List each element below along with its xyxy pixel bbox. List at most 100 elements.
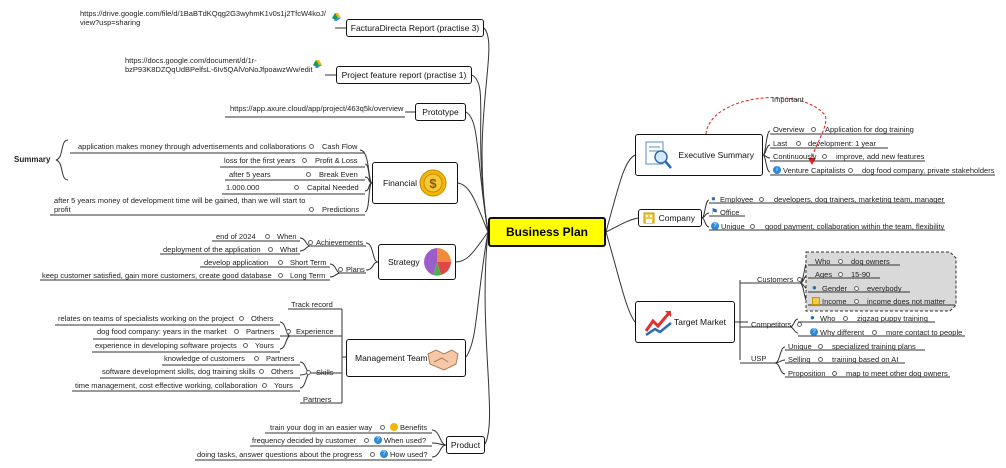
- capital-needed-bullet: [294, 185, 299, 190]
- google-drive-icon: [332, 13, 341, 21]
- profit-loss-bullet: [302, 158, 307, 163]
- long-term-label: Long Term: [290, 271, 326, 280]
- break-even-label: Break Even: [319, 170, 358, 179]
- profit-loss-label: Profit & Loss: [315, 156, 358, 165]
- overview-label: Overview: [773, 125, 805, 134]
- node-management-team[interactable]: Management Team: [346, 339, 466, 377]
- question-icon: ?: [374, 436, 382, 444]
- continuously-text: improve, add new features: [836, 152, 925, 161]
- long-term-text: keep customer satisfied, gain more custo…: [42, 271, 272, 280]
- usp-prop-label: Proposition: [788, 369, 826, 378]
- usp-unique-label: Unique: [788, 342, 812, 351]
- benefits-label: Benefits: [400, 423, 428, 432]
- question-icon-3: ?: [711, 222, 719, 230]
- income-bullet: [854, 299, 859, 304]
- last-label: Last: [773, 139, 788, 148]
- cash-flow-text: application makes money through advertis…: [78, 142, 307, 151]
- what-label: What: [280, 245, 298, 254]
- capital-needed-text: 1.000.000: [226, 183, 260, 192]
- person-icon: ●: [711, 194, 716, 203]
- income-label: Income: [822, 297, 847, 306]
- sk-partners-text: knowledge of customers: [164, 354, 245, 363]
- when-label: When: [277, 232, 297, 241]
- what-bullet: [268, 247, 273, 252]
- sk-yours-label: Yours: [274, 381, 293, 390]
- company-unique-bullet: [750, 224, 755, 229]
- question-icon-2: ?: [380, 450, 388, 458]
- benefits-text: train your dog in an easier way: [270, 423, 373, 432]
- node-product[interactable]: Product: [446, 436, 485, 454]
- svg-text:$: $: [429, 176, 437, 191]
- prototype-url[interactable]: https://app.axure.cloud/app/project/463q…: [230, 104, 404, 113]
- exp-yours-text: experience in developing software projec…: [95, 341, 237, 350]
- company-unique-text: good payment, collaboration within the t…: [765, 222, 945, 231]
- achievements-label: Achievements: [316, 238, 364, 247]
- financial-label: Financial: [383, 178, 418, 188]
- what-text: deployment of the application: [163, 245, 261, 254]
- factura-url-line2[interactable]: view?usp=sharing: [80, 18, 141, 27]
- sk-partners-bullet: [254, 356, 259, 361]
- sk-partners-label: Partners: [266, 354, 295, 363]
- vc-bullet: [848, 168, 853, 173]
- usp-selling-text: training based on AI: [832, 355, 899, 364]
- comp-why-label: Why different: [820, 328, 865, 337]
- skills-bullet: [306, 370, 311, 375]
- when-used-label: When used?: [384, 436, 427, 445]
- target-market-label: Target Market: [674, 317, 726, 327]
- ages-text: 15-90: [851, 270, 871, 279]
- plans-label: Plans: [346, 265, 365, 274]
- customers-bullet: [797, 277, 802, 282]
- gender-bullet: [854, 286, 859, 291]
- exp-partners-bullet: [234, 329, 239, 334]
- overview-bullet: [811, 127, 816, 132]
- cust-who-bullet: [838, 259, 843, 264]
- sk-others-text: software development skills, dog trainin…: [102, 367, 256, 376]
- project-url-line1[interactable]: https://docs.google.com/document/d/1r-: [125, 56, 257, 65]
- when-text: end of 2024: [216, 232, 256, 241]
- employee-label: Employee: [720, 195, 754, 204]
- handshake-icon: [427, 349, 459, 371]
- vc-label: Venture Capitalists: [783, 166, 846, 175]
- overview-text: Application for dog training: [825, 125, 914, 134]
- break-even-text: after 5 years: [229, 170, 271, 179]
- project-url-line2[interactable]: bzP93K8DZQqUdBPelfsL-6Iv5QAlVoNoJfpoawzW…: [125, 65, 313, 74]
- root-node-business-plan[interactable]: Business Plan: [488, 217, 606, 247]
- usp-unique-text: specialized training plans: [832, 342, 916, 351]
- last-bullet: [796, 141, 801, 146]
- when-used-bullet: [364, 438, 369, 443]
- comp-why-text: more contact to people: [886, 328, 963, 337]
- node-executive-summary[interactable]: Executive Summary: [635, 134, 763, 176]
- how-used-bullet: [370, 452, 375, 457]
- competitors-label: Competitors: [751, 320, 792, 329]
- node-project-feature-report[interactable]: Project feature report (practise 1): [336, 66, 472, 84]
- office-label: Office: [720, 208, 740, 217]
- summary-label: Summary: [14, 155, 51, 164]
- benefits-bullet: [380, 425, 385, 430]
- experience-label: Experience: [296, 327, 334, 336]
- exp-others-text: relates on teams of specialists working …: [58, 314, 234, 323]
- flag-icon: ⚑: [711, 207, 719, 216]
- usp-selling-label: Selling: [788, 355, 811, 364]
- magnifier-report-icon: [645, 141, 672, 169]
- comp-who-bullet: [843, 316, 848, 321]
- question-icon-4: ?: [810, 328, 818, 336]
- node-factura-report[interactable]: FacturaDirecta Report (practise 3): [346, 19, 484, 37]
- employee-bullet: [759, 197, 764, 202]
- predictions-text-line1: after 5 years money of development time …: [54, 196, 306, 205]
- factura-url-line1[interactable]: https://drive.google.com/file/d/1BaBTdKQ…: [80, 9, 326, 18]
- company-label: Company: [658, 213, 695, 223]
- experience-bullet: [286, 329, 291, 334]
- profit-loss-text: loss for the first years: [224, 156, 296, 165]
- sk-others-label: Others: [271, 367, 294, 376]
- exp-others-label: Others: [251, 314, 274, 323]
- skills-label: Skills: [316, 368, 334, 377]
- when-bullet: [265, 234, 270, 239]
- partners-label: Partners: [303, 395, 332, 404]
- node-prototype[interactable]: Prototype: [415, 103, 466, 121]
- important-label: Important: [772, 95, 804, 104]
- pie-chart-icon: [424, 248, 451, 276]
- continuously-label: Continuously: [773, 152, 817, 161]
- gender-label: Gender: [822, 284, 848, 293]
- cash-flow-label: Cash Flow: [322, 142, 358, 151]
